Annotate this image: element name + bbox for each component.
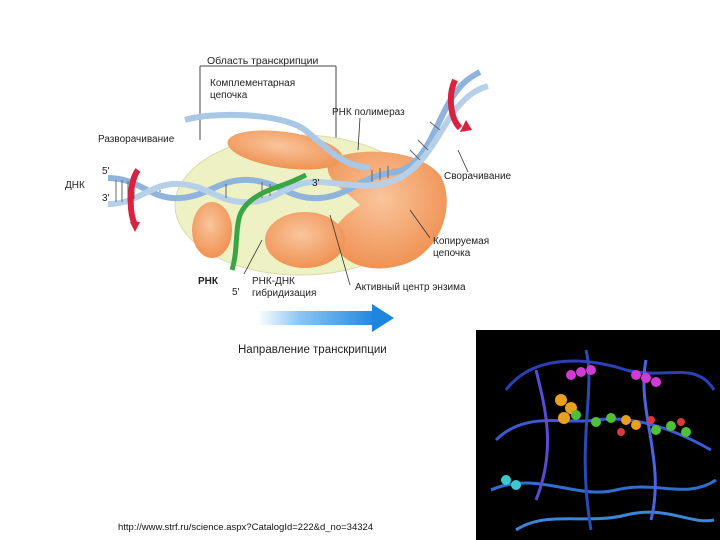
label-dna: ДНК [65, 180, 85, 191]
label-three-prime: 3' [102, 193, 110, 204]
label-rna: РНК [198, 276, 218, 287]
transcription-region-bracket [199, 65, 337, 140]
rna-strand [229, 172, 308, 271]
transcription-direction-arrow [258, 304, 394, 332]
rna-polymerase-structure-image [476, 330, 720, 540]
label-three-prime-rna: 3' [312, 178, 320, 189]
label-rna-polymerase: РНК полимераз [332, 107, 405, 118]
label-active-center: Активный центр энзима [355, 282, 466, 293]
unwinding-rotation-arrow [127, 168, 141, 232]
rewinding-rotation-arrow [447, 78, 472, 132]
label-transcription-region: Область транскрипции [207, 55, 319, 67]
label-rna-dna-hybrid: РНК-ДНК гибридизация [252, 276, 317, 299]
label-copied-chain: Копируемая цепочка [433, 236, 490, 259]
label-rewinding: Сворачивание [444, 171, 512, 182]
label-complementary-chain: Комплементарная цепочка [210, 78, 296, 101]
label-five-prime: 5' [102, 166, 110, 177]
leader-lines [243, 117, 469, 286]
label-transcription-direction: Направление транскрипции [238, 344, 387, 356]
label-rna-five-prime: 5' [232, 287, 240, 298]
source-url: http://www.strf.ru/science.aspx?CatalogI… [118, 522, 374, 533]
label-unwinding: Разворачивание [98, 134, 175, 145]
